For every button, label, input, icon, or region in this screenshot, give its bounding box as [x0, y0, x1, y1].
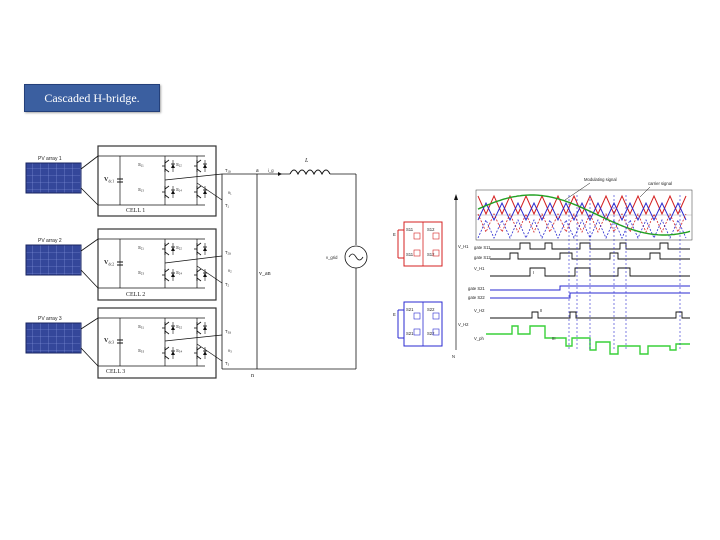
cell-2: PV array 2 Vdc2 S₂₁ S₂₂ S₂₃ S₂₄ CELL 2 [25, 228, 223, 301]
node-t3a: T₃ₐ [225, 329, 231, 334]
h2-s21-top: S21 [406, 307, 414, 312]
cell-3-frame [97, 307, 217, 379]
level-I-label: I [533, 270, 534, 275]
trace-vh1-label: V_H1 [474, 266, 485, 271]
h-bridge-1-red: E S11 S12 S11 S12 [393, 221, 443, 267]
node-N-label: N [452, 354, 455, 359]
node-t1: T₁ [225, 203, 230, 208]
vdc1-label: Vdc1 [104, 177, 114, 184]
switch-s32: S₃₂ [176, 324, 182, 329]
v2-label: v₂ [228, 268, 232, 273]
pv-array-2-label: PV array 2 [38, 238, 62, 244]
h2-s21-bot: S21 [406, 331, 414, 336]
level-III-label: III [552, 336, 556, 341]
trace-vph-label: V_ph [474, 336, 484, 341]
pv-array-1-label: PV array 1 [38, 156, 62, 162]
node-n-label: n [251, 373, 254, 379]
carrier-signal-label: carrier signal [648, 181, 672, 186]
pv-array-2-panel [25, 244, 82, 276]
switch-s21: S₂₁ [138, 245, 144, 250]
gate-signals: gate S11 gate S12 gate S21 gate S22 V_H1… [468, 195, 690, 355]
switch-s12: S₁₂ [176, 162, 182, 167]
vgrid-label: v_grid [326, 255, 338, 260]
gate-s12-label: gate S12 [474, 255, 491, 260]
cell-1-frame [97, 145, 217, 217]
switch-s13: S₁₃ [138, 187, 144, 192]
level-II-label: II [540, 308, 542, 313]
v1-label: v₁ [228, 190, 232, 195]
switch-s14: S₁₄ [176, 187, 182, 192]
node-t2a: T₂ₐ [225, 250, 231, 255]
gate-s21-label: gate S21 [468, 286, 485, 291]
switch-s23: S₂₃ [138, 270, 144, 275]
switch-s22: S₂₂ [176, 245, 182, 250]
h2-label-E: E [393, 312, 396, 317]
cell-1-label: CELL 1 [126, 208, 145, 214]
cell-2-label: CELL 2 [126, 292, 145, 298]
h2-s22-bot: S22 [427, 331, 435, 336]
h1-s12-bot: S12 [427, 252, 435, 257]
gate-s11-label: gate S11 [474, 245, 491, 250]
switch-s33: S₃₃ [138, 348, 144, 353]
node-t2: T₂ [225, 282, 230, 287]
gate-s22-label: gate S22 [468, 295, 485, 300]
cascade-output: T₁ₐ v₁ T₁ T₂ₐ v₂ T₂ T₃ₐ v₃ T₃ v_an n a i… [221, 158, 368, 379]
vh2-label: V_H2 [458, 322, 469, 327]
h1-s12-top: S12 [427, 227, 435, 232]
h1-label-E: E [393, 232, 396, 237]
cell-3-label: CELL 3 [106, 369, 125, 375]
pv-array-1-panel [25, 162, 82, 194]
modulating-signal-label: Modulating signal [584, 177, 617, 182]
h-bridge-2-blue: E S21 S22 S21 S22 [393, 301, 443, 347]
switch-s34: S₃₄ [176, 348, 182, 353]
modulation-plot: Modulating signal carrier signal [475, 177, 693, 241]
switch-s11: S₁₁ [138, 162, 144, 167]
slide-caption: Cascaded H-bridge. [24, 84, 160, 112]
cell-2-frame [97, 228, 217, 301]
h1-s11-top: S11 [406, 227, 414, 232]
h2-s22-top: S22 [427, 307, 435, 312]
pv-array-3-panel [25, 322, 82, 354]
cell-1: PV array 1 Vdc1 S₁₁ S₁₂ S₁₃ S₁₄ CELL 1 [25, 145, 223, 217]
vdc2-label: Vdc2 [104, 260, 114, 267]
h1-s11-bot: S11 [406, 252, 414, 257]
van-label: v_an [259, 271, 271, 277]
vdc3-label: Vdc3 [104, 338, 114, 345]
pv-array-3-label: PV array 3 [38, 316, 62, 322]
node-t3: T₃ [225, 361, 230, 366]
node-a-label: a [256, 168, 259, 174]
switch-s24: S₂₄ [176, 270, 182, 275]
trace-vh2-label: V_H2 [474, 308, 485, 313]
ig-label: i_g [268, 168, 274, 173]
v3-label: v₃ [228, 348, 232, 353]
vh1-label: V_H1 [458, 244, 469, 249]
node-t1a: T₁ₐ [225, 168, 231, 173]
switch-s31: S₃₁ [138, 324, 144, 329]
cell-3: PV array 3 Vdc3 S₃₁ S₃₂ S₃₃ S₃₄ CELL 3 [25, 307, 223, 379]
inductor-label: L [304, 158, 309, 164]
